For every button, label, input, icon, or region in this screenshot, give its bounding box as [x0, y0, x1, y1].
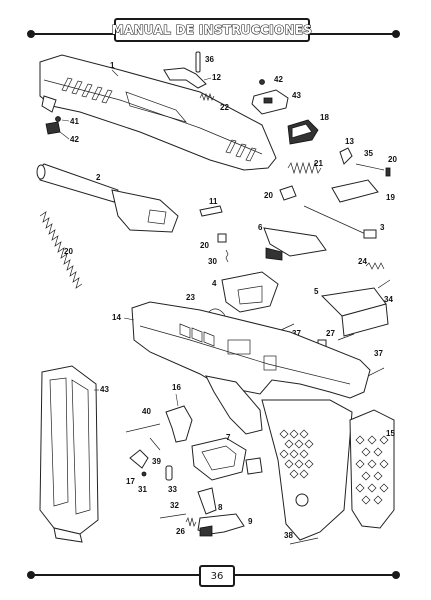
- label-37-b: 37: [374, 349, 383, 358]
- part-18: [287, 119, 319, 145]
- exploded-parts-diagram: 1 41 42 36 12 22 42: [36, 51, 397, 545]
- part-8: [197, 487, 217, 515]
- header-rule-right-dot: [392, 30, 400, 38]
- label-5: 5: [314, 287, 319, 296]
- label-37-a: 37: [292, 329, 301, 338]
- backstrap-15: [349, 409, 395, 529]
- label-34: 34: [384, 295, 393, 304]
- striker-19: [331, 179, 379, 203]
- part-7: [191, 437, 263, 481]
- label-23: 20: [64, 247, 73, 256]
- pin-40: [125, 423, 161, 433]
- label-3: 3: [380, 223, 385, 232]
- label-35: 35: [364, 149, 373, 158]
- barrel-part: [36, 163, 179, 233]
- label-42-left: 42: [70, 135, 79, 144]
- label-18: 18: [320, 113, 329, 122]
- page-number: 36: [210, 570, 224, 582]
- part-9: [197, 513, 245, 537]
- label-38: 38: [284, 531, 293, 540]
- trigger-bar-6: [263, 227, 327, 261]
- label-19: 19: [386, 193, 395, 202]
- parts-20-30: [217, 233, 229, 263]
- label-20-left: 20: [200, 241, 209, 250]
- label-8: 8: [218, 503, 223, 512]
- pin-34: [377, 279, 391, 289]
- label-31: 31: [138, 485, 147, 494]
- label-24: 22: [220, 103, 229, 112]
- footer-rule-right-dot: [392, 571, 400, 579]
- label-11: 11: [209, 197, 218, 206]
- label-16: 16: [172, 383, 181, 392]
- trigger-16: [165, 405, 193, 443]
- pin-35: [355, 163, 385, 171]
- extractor-12: [163, 67, 207, 89]
- magazine-43: [39, 365, 99, 543]
- header-rule-left-dot: [27, 30, 35, 38]
- part-11: [199, 205, 223, 217]
- pin-36: [195, 51, 201, 73]
- label-12: 12: [212, 73, 221, 82]
- slide-part: [39, 54, 277, 171]
- part-4: [221, 271, 279, 313]
- label-7: 7: [226, 433, 231, 442]
- label-1: 1: [110, 61, 115, 70]
- label-39: 39: [152, 457, 161, 466]
- pin-38: [289, 537, 319, 545]
- label-6: 6: [258, 223, 263, 232]
- label-14: 14: [112, 313, 121, 322]
- label-41-left: 41: [70, 117, 79, 126]
- spring-22: [287, 161, 322, 175]
- footer-rule-left-dot: [27, 571, 35, 579]
- header-title-box: MANUAL DE INSTRUCCIONES: [111, 18, 313, 42]
- label-17: 17: [126, 477, 135, 486]
- label-36: 36: [205, 55, 214, 64]
- label-25: 23: [186, 293, 195, 302]
- label-40: 40: [142, 407, 151, 416]
- part-13: [339, 147, 353, 165]
- page-number-box: 36: [199, 565, 235, 587]
- locking-block-5: [320, 287, 389, 337]
- pin-20-right: [385, 167, 391, 177]
- label-26: 24: [358, 257, 367, 266]
- parts-39-17-31: [129, 437, 161, 477]
- frame-part: [131, 301, 371, 541]
- guide-rod-3: [303, 205, 377, 239]
- label-28: 27: [326, 329, 335, 338]
- label-9: 9: [248, 517, 253, 526]
- label-32: 32: [170, 501, 179, 510]
- front-sight-parts: [45, 116, 61, 135]
- label-2: 2: [96, 173, 101, 182]
- label-42-right: 43: [292, 91, 301, 100]
- header-title: MANUAL DE INSTRUCCIONES: [111, 22, 313, 37]
- label-30: 30: [208, 257, 217, 266]
- label-41-right: 42: [274, 75, 283, 84]
- label-20-right: 20: [388, 155, 397, 164]
- label-43: 43: [100, 385, 109, 394]
- label-15: 15: [386, 429, 395, 438]
- label-33: 33: [168, 485, 177, 494]
- label-4: 4: [212, 279, 217, 288]
- rear-sight-parts: [251, 79, 289, 115]
- label-22: 21: [314, 159, 323, 168]
- spring-26: [365, 262, 385, 270]
- label-21: 20: [264, 191, 273, 200]
- label-13: 13: [345, 137, 354, 146]
- recoil-spring-23: [39, 211, 83, 289]
- spring-24: [199, 92, 215, 102]
- part-21: [279, 185, 297, 201]
- parts-33-32-27: [159, 465, 197, 528]
- label-27: 26: [176, 527, 185, 536]
